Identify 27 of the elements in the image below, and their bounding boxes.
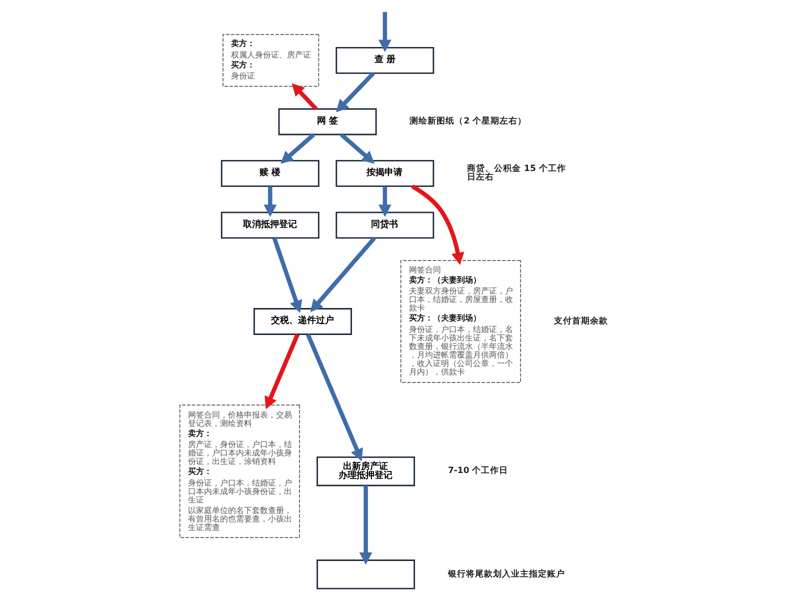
arrow <box>291 83 318 110</box>
node-box: 交税、递件过户 <box>253 308 352 335</box>
arrow <box>272 237 302 313</box>
node-box: 网 签 <box>278 108 376 136</box>
arrow <box>305 334 362 462</box>
node-box <box>316 560 415 590</box>
arrow <box>340 133 374 164</box>
node-box: 赎 楼 <box>220 160 319 187</box>
arrow <box>410 184 464 266</box>
node-box: 取消抵押登记 <box>220 212 319 239</box>
arrow <box>280 133 315 164</box>
node-box: 同贷书 <box>335 212 434 239</box>
label: 7-10 个工作日 <box>447 466 508 476</box>
label: 支付首期余款 <box>554 316 608 326</box>
label: 商贷、公积金 15 个工作日左右 <box>466 164 566 183</box>
arrow <box>310 236 376 312</box>
arrow <box>335 72 374 112</box>
label: 银行将尾款划入业主指定账户 <box>447 569 564 580</box>
node-box: 出新房产证办理抵押登记 <box>316 456 415 486</box>
node-box: 查 册 <box>335 47 434 74</box>
label: 测绘新图纸（2 个星期左右） <box>409 116 526 127</box>
arrow <box>264 334 300 410</box>
arrow <box>378 12 391 52</box>
arrow <box>358 486 372 565</box>
arrow <box>263 186 276 217</box>
arrow <box>378 186 391 217</box>
node-box: 按揭申请 <box>335 160 434 187</box>
